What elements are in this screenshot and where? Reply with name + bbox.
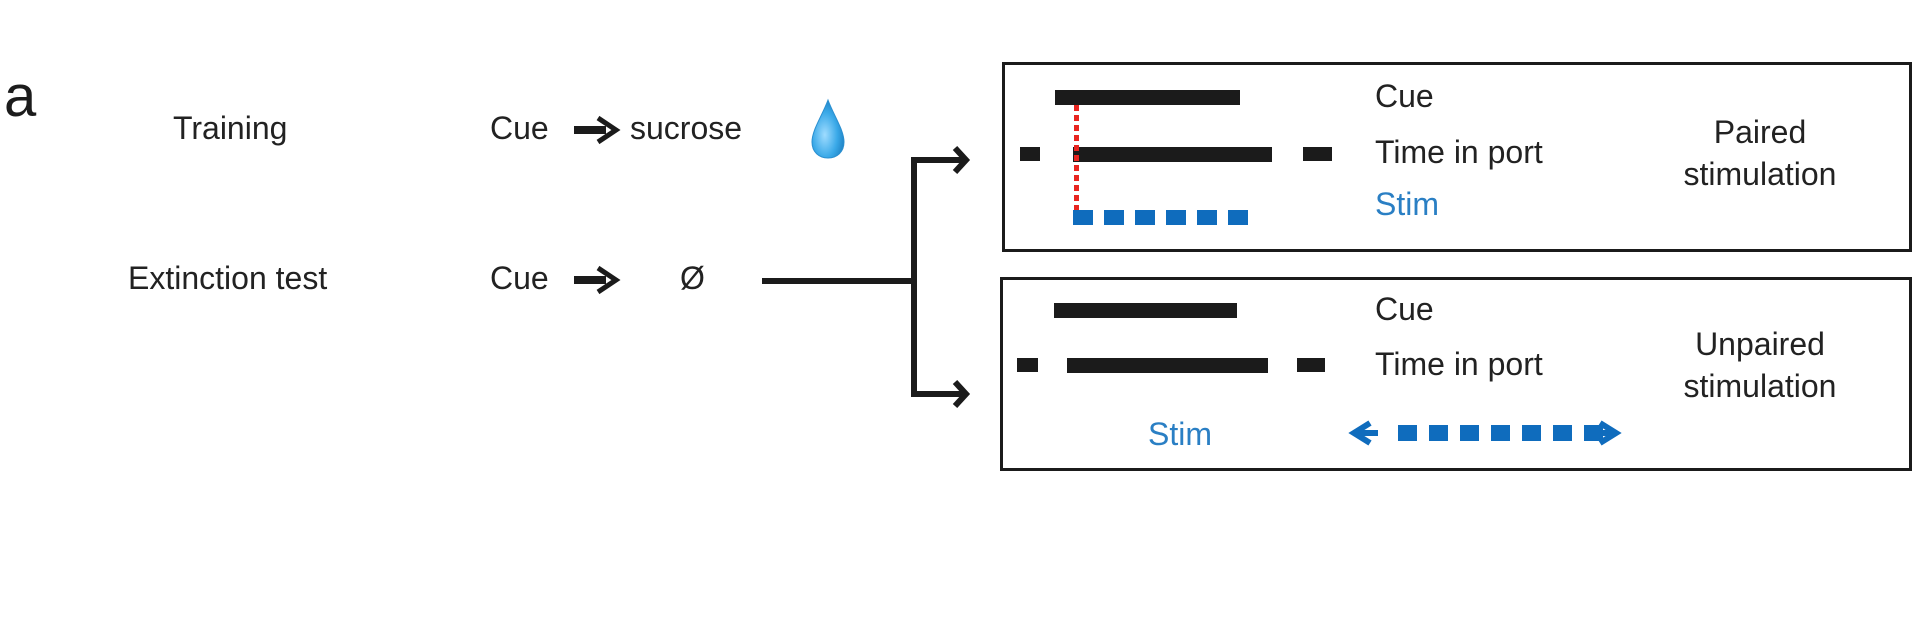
stim-pulse xyxy=(1073,210,1093,225)
extinction-outcome-label: Ø xyxy=(680,260,705,296)
branch-arrowhead-bottom-icon xyxy=(952,379,971,409)
stim-pulse xyxy=(1553,425,1572,441)
paired-title-line2: stimulation xyxy=(1683,156,1837,192)
branch-arrowhead-top-icon xyxy=(952,145,971,175)
stim-left-arrow-icon xyxy=(1348,420,1378,446)
stim-pulse xyxy=(1584,425,1603,441)
unpaired-port-block-pre xyxy=(1017,358,1038,372)
unpaired-stim-label: Stim xyxy=(1148,416,1212,452)
paired-cue-bar xyxy=(1055,90,1240,105)
unpaired-time-in-port-label: Time in port xyxy=(1375,346,1543,382)
stim-pulse xyxy=(1491,425,1510,441)
training-outcome-label: sucrose xyxy=(630,110,743,146)
extinction-test-label: Extinction test xyxy=(128,260,328,296)
paired-stim-label: Stim xyxy=(1375,186,1439,222)
training-cue-label: Cue xyxy=(490,110,549,146)
stim-pulse xyxy=(1522,425,1541,441)
paired-alignment-line xyxy=(1074,105,1079,211)
stim-pulse xyxy=(1429,425,1448,441)
unpaired-cue-label: Cue xyxy=(1375,291,1434,327)
stim-pulse xyxy=(1197,210,1217,225)
paired-title-line1: Paired xyxy=(1713,114,1807,150)
stim-pulse xyxy=(1398,425,1417,441)
stim-pulse xyxy=(1228,210,1248,225)
training-label: Training xyxy=(173,110,288,146)
paired-port-block-pre xyxy=(1020,147,1040,161)
panel-label: a xyxy=(4,64,37,129)
stim-pulse xyxy=(1166,210,1186,225)
extinction-arrow-icon xyxy=(574,265,621,295)
unpaired-title-line1: Unpaired xyxy=(1695,326,1825,362)
paired-port-block-post xyxy=(1303,147,1332,161)
stim-pulse xyxy=(1104,210,1124,225)
paired-cue-label: Cue xyxy=(1375,78,1434,114)
unpaired-cue-bar xyxy=(1054,303,1237,318)
paired-port-bar xyxy=(1073,147,1272,162)
unpaired-port-block-post xyxy=(1297,358,1325,372)
water-drop-icon xyxy=(811,98,845,159)
paired-time-in-port-label: Time in port xyxy=(1375,134,1543,170)
stim-pulse xyxy=(1460,425,1479,441)
unpaired-port-bar xyxy=(1067,358,1268,373)
unpaired-title-line2: stimulation xyxy=(1683,368,1837,404)
stim-pulse xyxy=(1135,210,1155,225)
branch-connector xyxy=(762,157,963,397)
extinction-cue-label: Cue xyxy=(490,260,549,296)
training-arrow-icon xyxy=(574,115,621,145)
